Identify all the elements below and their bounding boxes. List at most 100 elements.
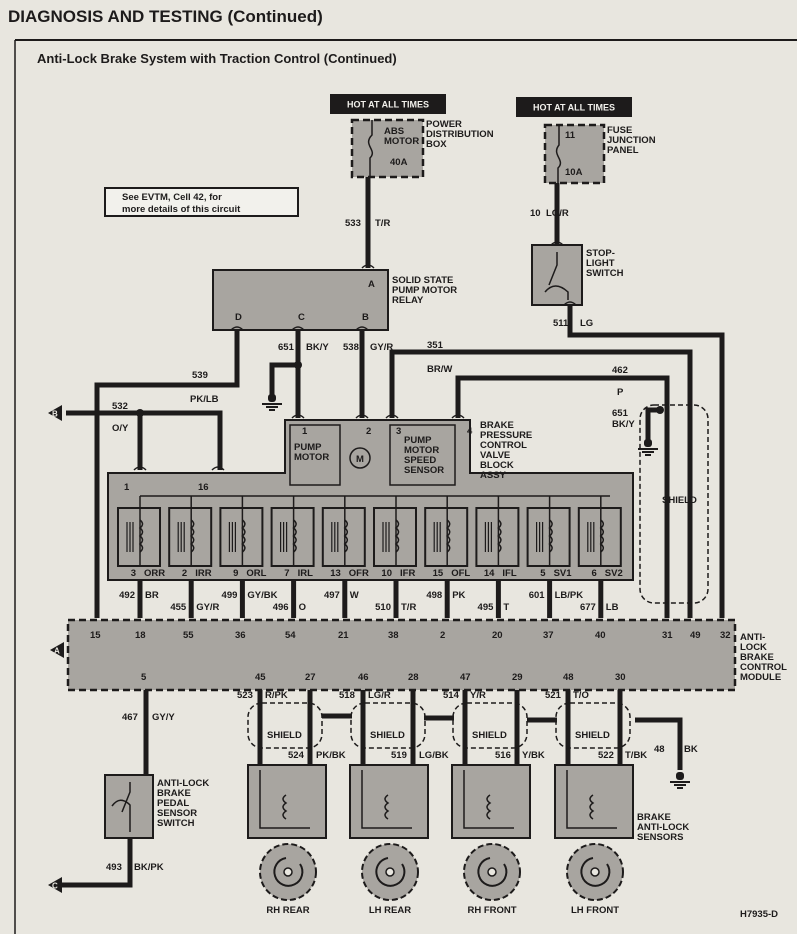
solenoid-name: OFL [451,568,470,579]
wire-circuit-number: 48 [654,744,665,755]
wire-circuit-number: 521 [545,690,562,701]
connector-terminal-icon [355,326,369,331]
module-pin: 46 [358,672,369,683]
wire-color-code: T/R [375,218,390,229]
wire-circuit [635,717,683,770]
module-pin: 27 [305,672,316,683]
wire-circuit-number: 498 [426,590,442,601]
wire-color-code: GY/Y [152,712,175,723]
pedal-switch-label: SENSOR [157,808,197,819]
connector-terminal-icon [563,301,577,306]
wire-color-code: BK [684,744,698,755]
valve-pin: 3 [396,426,401,437]
module-pin: 47 [460,672,471,683]
note-text: See EVTM, Cell 42, for [122,192,222,203]
connector-c-arrow[interactable]: C [48,877,62,893]
solenoid-valve [219,496,264,567]
solenoid-name: OFR [349,568,369,579]
valve-pin: 1 [302,426,308,437]
wire-circuit [567,305,725,618]
wire-circuit-number: 518 [339,690,355,701]
wire-circuit [62,838,133,888]
valve-pin: 2 [366,426,371,437]
sensors-label: BRAKE [637,812,671,823]
relay-label: PUMP MOTOR [392,285,457,296]
wire-circuit-number: 601 [529,590,546,601]
solenoid-pin: 7 [284,568,289,579]
wire-color-code: P [617,387,624,398]
connector-b-arrow[interactable]: B [48,405,62,421]
wheel-speed-sensor [247,764,327,839]
valve-pin: 4 [467,426,473,437]
module-pin: 30 [615,672,626,683]
wire-circuit-number: 651 [278,342,295,353]
coil-icon [292,519,297,553]
wire-color-code: LG/R [546,208,569,219]
wire-color-code: BK/PK [134,862,164,873]
solenoid-valve [526,496,571,567]
wire-color-code: Y/R [470,690,486,701]
connector-letter: B [52,410,58,419]
solenoid-name: IRR [195,568,212,579]
power-source-text: HOT AT ALL TIMES [533,103,615,113]
wire-circuit-number: 351 [427,340,444,351]
fjp-label: FUSE [607,125,632,136]
wire-color-code: BK/Y [612,419,635,430]
ground-icon [262,394,282,411]
valve-block-label: BRAKE [480,420,514,431]
solenoid-pin: 13 [330,568,341,579]
fuse-number: 11 [565,130,576,141]
fuse-name: ABS [384,126,404,137]
wire-circuit-number: 524 [288,750,305,761]
connector-terminal-icon [291,326,305,331]
solenoid-pin: 5 [540,568,546,579]
wire-color-code: GY/BK [247,590,277,601]
pump-motor-label: PUMP [294,442,322,453]
wheel-label: LH REAR [369,905,411,916]
wire-color-code: W [350,590,359,601]
valve-block-label: BLOCK [480,460,514,471]
wire-circuit [455,375,670,618]
wheel-speed-sensor [451,764,531,839]
speed-sensor-label: SENSOR [404,465,444,476]
coil-icon [497,519,502,553]
relay-label: RELAY [392,295,424,306]
solenoid-valve [168,496,213,567]
module-label: CONTROL [740,662,787,673]
solenoid-valve [577,496,622,567]
note-text: more details of this circuit [122,204,241,215]
wire-circuit [94,330,240,618]
wire-circuit-number: 497 [324,590,340,601]
speed-sensor-label: MOTOR [404,445,439,456]
valve-block-label: CONTROL [480,440,527,451]
ground-icon [670,772,690,789]
wheel-label: RH REAR [266,905,309,916]
connector-letter: A [54,647,60,656]
sensors-label: SENSORS [637,832,683,843]
splice-dot [294,361,302,369]
speed-sensor-label: PUMP [404,435,432,446]
module-label: ANTI- [740,632,765,643]
module-pin: 5 [141,672,147,683]
module-pin: 49 [690,630,701,641]
tone-ring-icon [463,843,521,901]
valve-block-label: VALVE [480,450,510,461]
figure-id: H7935-D [740,909,778,920]
wire-color-code: PK/BK [316,750,346,761]
coil-icon [446,519,451,553]
solenoid-valve [270,496,315,567]
wire-color-code: BR/W [427,364,452,375]
valve-block-label: ASSY [480,470,507,481]
pdb-label: POWER [426,119,462,130]
connector-terminal-icon [550,241,564,246]
module-pin: 28 [408,672,419,683]
shield-label: SHIELD [370,730,405,741]
wire-circuit-number: 516 [495,750,511,761]
fuse-rating: 10A [565,167,583,178]
wire-circuit-number: 532 [112,401,128,412]
connector-a-arrow[interactable]: A [50,642,64,658]
coil-icon [138,519,144,553]
coil-icon [241,519,246,553]
solenoid-valve [321,496,366,567]
wire-color-code: BR [145,590,159,601]
